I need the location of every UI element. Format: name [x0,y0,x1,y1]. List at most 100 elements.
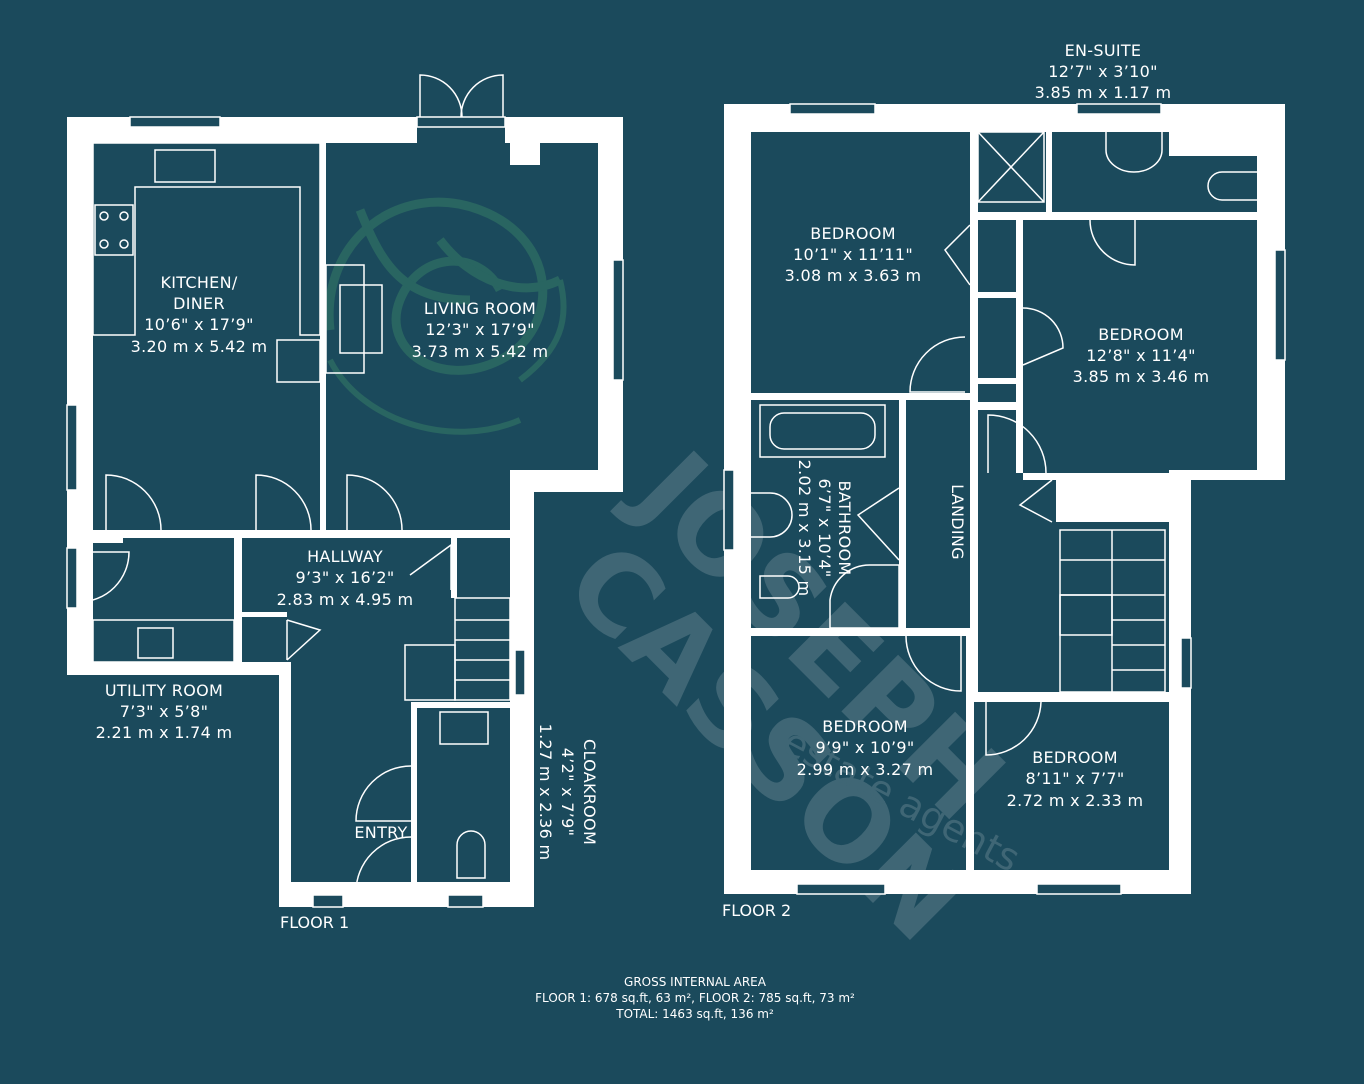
room-dimensions-metric: 3.08 m x 3.63 m [785,266,922,285]
room-dimensions-imperial: 10’6" x 17’9" [144,315,254,334]
door [1022,307,1064,366]
gross-area-floors: FLOOR 1: 678 sq.ft, 63 m², FLOOR 2: 785 … [535,991,855,1005]
window [312,894,344,908]
room-bedroom-1: BEDROOM 10’1" x 11’11" 3.08 m x 3.63 m [785,224,922,285]
utility-sink-icon [137,627,174,659]
door [1018,479,1053,523]
room-landing: LANDING [948,484,967,560]
watermark-logo-icon [324,197,567,435]
toilet-icon [456,830,486,879]
room-dimensions-metric: 2.83 m x 4.95 m [277,590,414,609]
room-cloakroom: CLOAKROOM 4’2" x 7’9" 1.27 m x 2.36 m [536,724,599,861]
gross-internal-area: GROSS INTERNAL AREA FLOOR 1: 678 sq.ft, … [535,975,855,1021]
french-doors [416,74,506,128]
shower-icon [977,131,1045,203]
floor2-fixtures [723,103,1286,895]
basin-icon [751,492,793,538]
bath-icon [759,404,886,458]
window [1036,883,1122,895]
window [789,103,876,115]
room-dimensions-metric: 3.20 m x 5.42 m [131,337,268,356]
floor-2-label: FLOOR 2 [722,901,791,920]
staircase [404,597,511,701]
window [129,116,221,128]
fireplace [339,284,383,354]
room-dimensions-imperial: 6’7" x 10’4" [815,478,834,577]
room-name: BEDROOM [1098,325,1184,344]
door [355,836,412,893]
staircase [1059,529,1166,693]
window [447,894,484,908]
floor-1-label: FLOOR 1 [280,913,349,932]
shower-icon [829,564,900,629]
room-name: LIVING ROOM [424,299,536,318]
room-name: HALLWAY [307,547,383,566]
room-bedroom-2: BEDROOM 12’8" x 11’4" 3.85 m x 3.46 m [1073,325,1210,386]
room-dimensions-metric: 2.02 m x 3.15 m [795,460,814,597]
room-dimensions-imperial: 12’7" x 3’10" [1048,62,1158,81]
door [856,487,900,561]
room-en-suite: EN-SUITE 12’7" x 3’10" 3.85 m x 1.17 m [1035,41,1172,102]
room-dimensions-metric: 3.85 m x 3.46 m [1073,367,1210,386]
room-kitchen-diner: KITCHEN/ DINER 10’6" x 17’9" 3.20 m x 5.… [131,273,268,356]
room-living-room: LIVING ROOM 12’3" x 17’9" 3.73 m x 5.42 … [412,299,549,361]
chimney-breast [325,264,365,374]
window [514,649,526,696]
kitchen-island [276,339,321,383]
room-dimensions-metric: 2.72 m x 2.33 m [1007,791,1144,810]
room-dimensions-imperial: 9’3" x 16’2" [295,568,394,587]
floor1-labels: KITCHEN/ DINER 10’6" x 17’9" 3.20 m x 5.… [96,273,599,932]
utility-worktop [92,619,235,663]
door [905,635,962,692]
gross-area-title: GROSS INTERNAL AREA [624,975,767,989]
door [909,336,966,393]
sink-icon [154,149,216,183]
room-dimensions-imperial: 12’8" x 11’4" [1086,346,1196,365]
room-name: BEDROOM [810,224,896,243]
room-bedroom-3: BEDROOM 9’9" x 10’9" 2.99 m x 3.27 m [797,717,934,779]
toilet-icon [1207,171,1257,201]
window [1076,103,1162,115]
room-bathroom: BATHROOM 6’7" x 10’4" 2.02 m x 3.15 m [795,460,854,597]
window [1180,637,1192,689]
floor1-walls [67,117,623,907]
basin-icon [439,711,489,745]
room-dimensions-imperial: 7’3" x 5’8" [120,702,209,721]
room-dimensions-imperial: 9’9" x 10’9" [815,738,914,757]
door [1089,219,1136,266]
room-hallway: HALLWAY 9’3" x 16’2" 2.83 m x 4.95 m [277,547,414,609]
room-name: BATHROOM [835,481,854,576]
room-dimensions-metric: 3.73 m x 5.42 m [412,342,549,361]
door [987,414,1047,474]
room-dimensions-imperial: 12’3" x 17’9" [425,320,535,339]
toilet-icon [759,575,800,599]
floor1-fixtures [66,74,624,908]
room-dimensions-imperial: 10’1" x 11’11" [793,245,913,264]
room-dimensions-imperial: 4’2" x 7’9" [558,748,577,837]
kitchen-worktop [92,142,321,336]
floor2-labels: EN-SUITE 12’7" x 3’10" 3.85 m x 1.17 m B… [722,41,1209,920]
room-name: KITCHEN/ [160,273,237,292]
door [409,543,452,590]
room-name: DINER [173,294,225,313]
door [255,474,312,531]
room-dimensions-metric: 3.85 m x 1.17 m [1035,83,1172,102]
door [944,224,971,286]
room-bedroom-4: BEDROOM 8’11" x 7’7" 2.72 m x 2.33 m [1007,748,1144,810]
room-name: CLOAKROOM [580,739,599,845]
door [355,765,412,822]
room-name: EN-SUITE [1065,41,1142,60]
window [66,547,78,609]
room-dimensions-metric: 2.99 m x 3.27 m [797,760,934,779]
room-dimensions-metric: 1.27 m x 2.36 m [536,724,555,861]
window [66,404,78,491]
door [286,619,322,661]
room-dimensions-imperial: 8’11" x 7’7" [1025,769,1124,788]
room-name: UTILITY ROOM [105,681,223,700]
window [723,469,735,551]
door [346,474,403,531]
window [1274,249,1286,361]
door [985,701,1042,756]
